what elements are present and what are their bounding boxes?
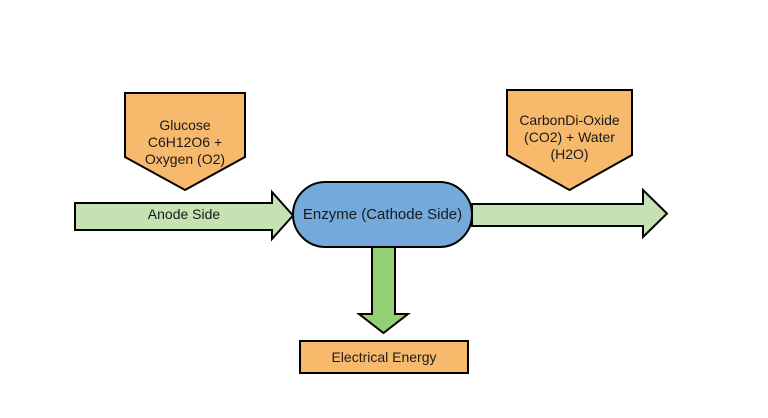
glucose-banner-label: Glucose C6H12O6 + Oxygen (O2) (125, 117, 245, 168)
energy-down-arrow-shape (356, 245, 411, 335)
co2-line-3: (H2O) (550, 146, 589, 162)
electrical-energy-box-shape (299, 340, 469, 374)
glucose-line-1: Glucose (159, 117, 211, 133)
glucose-banner-shape (124, 92, 246, 192)
anode-arrow-shape (74, 189, 295, 242)
glucose-line-2: C6H12O6 + (147, 134, 223, 150)
glucose-line-3: Oxygen (O2) (144, 151, 226, 167)
co2-line-1: CarbonDi-Oxide (519, 112, 620, 128)
co2-banner-shape (506, 89, 633, 192)
enzyme-node-shape (292, 181, 473, 248)
co2-banner-label: CarbonDi-Oxide (CO2) + Water (H2O) (507, 112, 632, 163)
anode-arrow-label: Anode Side (147, 206, 221, 222)
enzyme-node-label: Enzyme (Cathode Side) (302, 206, 463, 223)
cathode-output-arrow-shape (471, 187, 669, 240)
co2-line-2: (CO2) + Water (524, 129, 615, 145)
electrical-energy-label: Electrical Energy (331, 348, 437, 365)
